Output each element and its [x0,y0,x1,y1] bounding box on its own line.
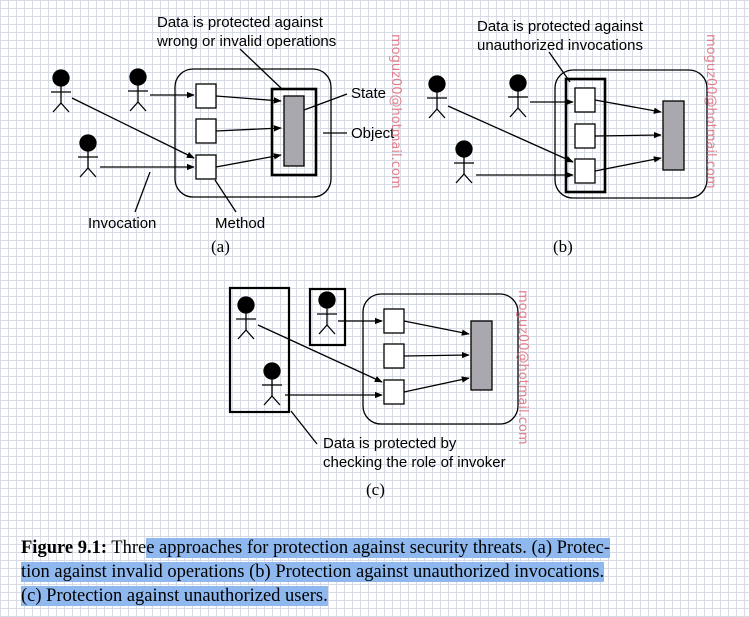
panel-b-note-line-1: Data is protected against [477,18,644,35]
panel-b-note-line-2: unauthorized invocations [477,37,643,54]
figure-caption: Figure 9.1: Three approaches for protect… [21,536,737,608]
state-block [662,100,685,171]
person-icon [77,134,99,178]
panel-b-sublabel: (b) [553,237,573,256]
panel-a-sublabel: (a) [211,237,230,256]
state-block [283,95,305,167]
figure-number: Figure 9.1: [21,538,107,558]
method-box [574,158,596,184]
caption-lead: Thre [106,538,147,558]
watermark: moguz00@hotmail.com [388,34,403,189]
invocation-label: Invocation [88,215,156,232]
method-label: Method [215,215,265,232]
method-box [195,154,217,180]
panel-c-note-line-1: Data is protected by [323,435,457,452]
caption-highlight-line-3: (c) Protection against unauthorized user… [21,586,328,606]
panel-c-sublabel: (c) [366,480,385,499]
person-icon [507,74,529,118]
panel-a-note-line-2: wrong or invalid operations [156,33,336,50]
method-box [195,83,217,109]
object-box [362,293,519,425]
method-box [383,308,405,334]
state-frame [270,87,318,177]
object-label: Object [351,125,395,142]
state-block [470,320,493,391]
panel-c [228,286,519,445]
role-frame-right [308,287,347,347]
method-box [383,343,405,369]
panel-b [426,51,708,199]
caption-highlight-line-2: tion against invalid operations (b) Prot… [21,562,605,582]
caption-highlight-line-1: e approaches for protection against secu… [146,538,611,558]
method-box [383,379,405,405]
method-box [195,118,217,144]
state-label: State [351,85,386,102]
watermark: moguz00@hotmail.com [703,34,718,189]
panel-a-note-line-1: Data is protected against [157,14,324,31]
person-icon [127,68,149,112]
person-icon [261,362,283,406]
watermark: moguz00@hotmail.com [515,290,530,445]
person-icon [316,291,338,335]
panel-a [50,48,348,213]
role-frame-left [228,286,291,414]
panel-c-note-line-2: checking the role of invoker [323,454,506,471]
security-diagram: Data is protected against wrong or inval… [50,14,718,499]
method-box [574,87,596,113]
person-icon [50,69,72,113]
person-icon [235,296,257,340]
object-box [554,69,708,199]
person-icon [453,140,475,184]
method-box [574,123,596,149]
person-icon [426,75,448,119]
